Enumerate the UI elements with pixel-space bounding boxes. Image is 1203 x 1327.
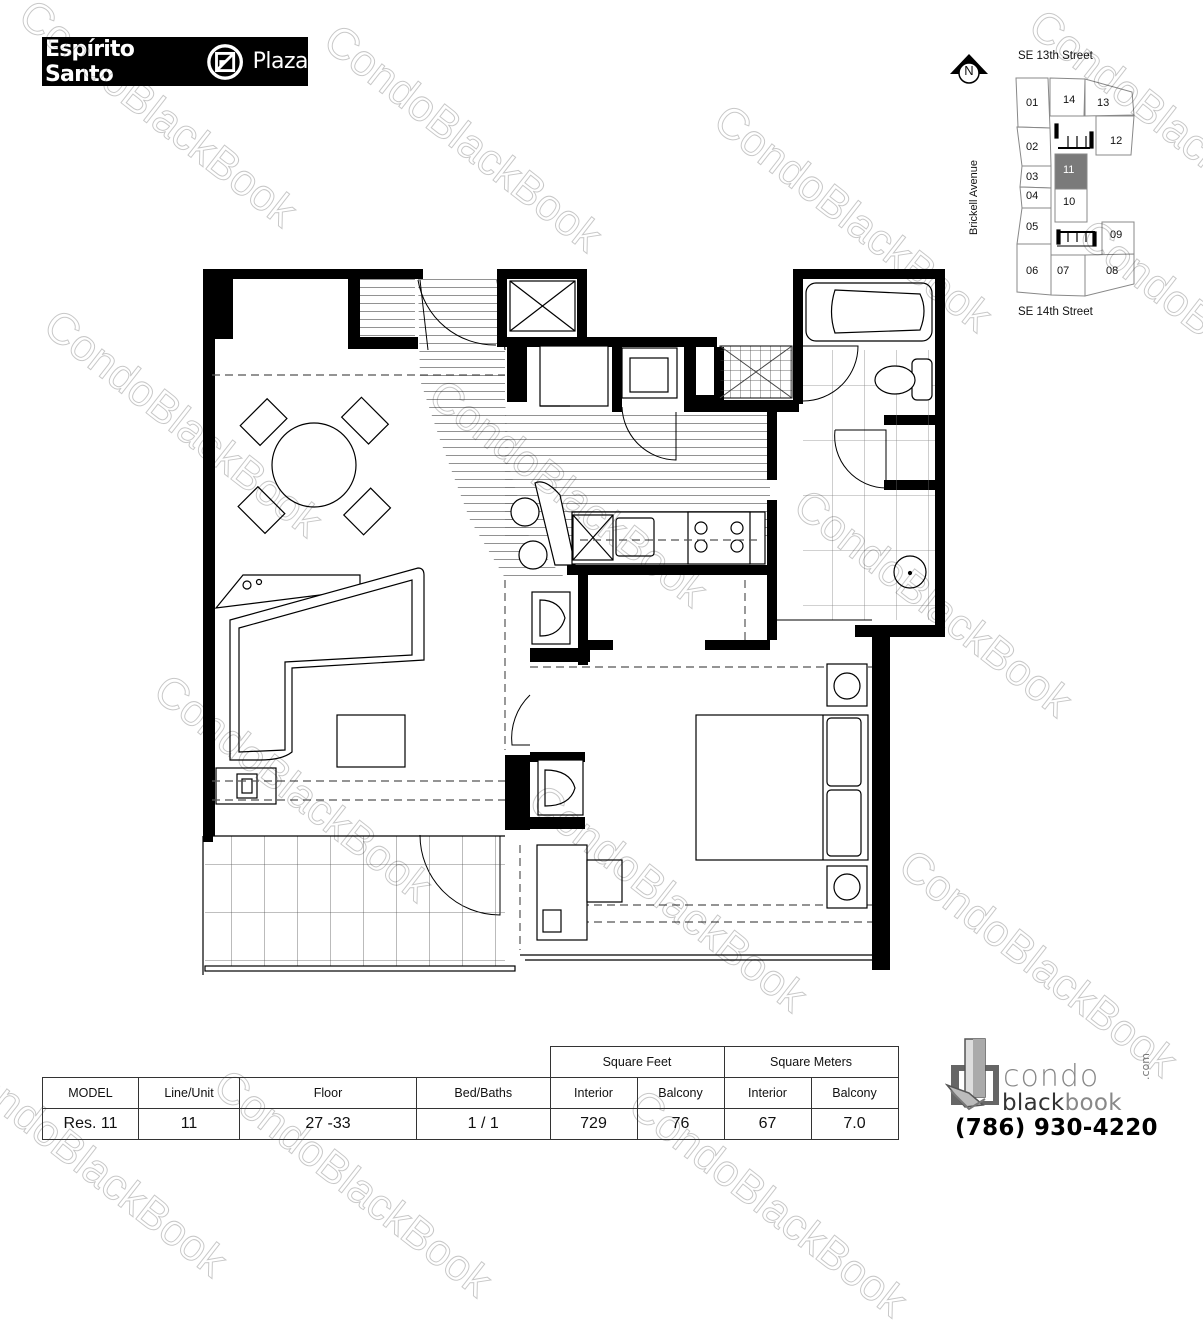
key-unit-10: 10 bbox=[1063, 196, 1076, 208]
north-arrow-icon bbox=[950, 54, 988, 84]
group-header-square-feet: Square Feet bbox=[549, 1046, 725, 1078]
header-sf-interior: Interior bbox=[549, 1076, 638, 1109]
group-header-square-meters: Square Meters bbox=[723, 1046, 899, 1078]
unit-specs-table: Square Feet Square Meters MODEL Line/Uni… bbox=[42, 1046, 899, 1140]
key-unit-07: 07 bbox=[1057, 265, 1070, 277]
espirito-santo-plaza-logo: Espírito Santo Plaza bbox=[42, 36, 309, 87]
value-sf-balcony: 76 bbox=[636, 1107, 725, 1140]
street-top-label: SE 13th Street bbox=[1018, 50, 1093, 62]
north-label: N bbox=[964, 63, 974, 78]
header-sm-interior: Interior bbox=[723, 1076, 812, 1109]
key-unit-01: 01 bbox=[1026, 97, 1039, 109]
unit-floor-plan bbox=[202, 269, 945, 975]
logo-condo-text: condo bbox=[1003, 1059, 1100, 1094]
value-sm-balcony: 7.0 bbox=[810, 1107, 899, 1140]
key-unit-11-highlighted: 11 bbox=[1063, 164, 1075, 176]
header-sm-balcony: Balcony bbox=[810, 1076, 899, 1109]
brand-name-right: Plaza bbox=[252, 49, 309, 74]
key-unit-02: 02 bbox=[1026, 141, 1039, 153]
logo-blackbook-text: blackbook bbox=[1002, 1090, 1122, 1116]
value-bed-baths: 1 / 1 bbox=[416, 1107, 551, 1140]
key-unit-03: 03 bbox=[1026, 171, 1039, 183]
value-sf-interior: 729 bbox=[549, 1107, 638, 1140]
key-unit-13: 13 bbox=[1097, 97, 1110, 109]
key-unit-14: 14 bbox=[1063, 94, 1076, 106]
key-unit-08: 08 bbox=[1106, 265, 1119, 277]
key-unit-12: 12 bbox=[1110, 135, 1123, 147]
book-building-icon bbox=[945, 1038, 999, 1111]
brand-name-left: Espírito Santo bbox=[45, 36, 135, 87]
key-unit-06: 06 bbox=[1026, 265, 1039, 277]
header-bed-baths: Bed/Baths bbox=[416, 1076, 551, 1109]
value-line-unit: 11 bbox=[138, 1107, 240, 1140]
header-line-unit: Line/Unit bbox=[138, 1076, 240, 1109]
header-floor: Floor bbox=[239, 1076, 417, 1109]
header-model: MODEL bbox=[42, 1076, 139, 1109]
street-bottom-label: SE 14th Street bbox=[1018, 306, 1093, 318]
value-sm-interior: 67 bbox=[723, 1107, 812, 1140]
key-unit-05: 05 bbox=[1026, 221, 1039, 233]
key-plan-outline bbox=[1015, 77, 1135, 297]
logo-dotcom-text: .com bbox=[1139, 1053, 1152, 1080]
value-floor: 27 -33 bbox=[239, 1107, 417, 1140]
espirito-santo-emblem-icon bbox=[207, 43, 244, 80]
key-unit-04: 04 bbox=[1026, 190, 1039, 202]
key-unit-09: 09 bbox=[1110, 229, 1123, 241]
header-sf-balcony: Balcony bbox=[636, 1076, 725, 1109]
value-model: Res. 11 bbox=[42, 1107, 139, 1140]
phone-number[interactable]: (786) 930-4220 bbox=[955, 1115, 1158, 1141]
condoblackbook-logo: condo blackbook .com bbox=[945, 1035, 1160, 1145]
